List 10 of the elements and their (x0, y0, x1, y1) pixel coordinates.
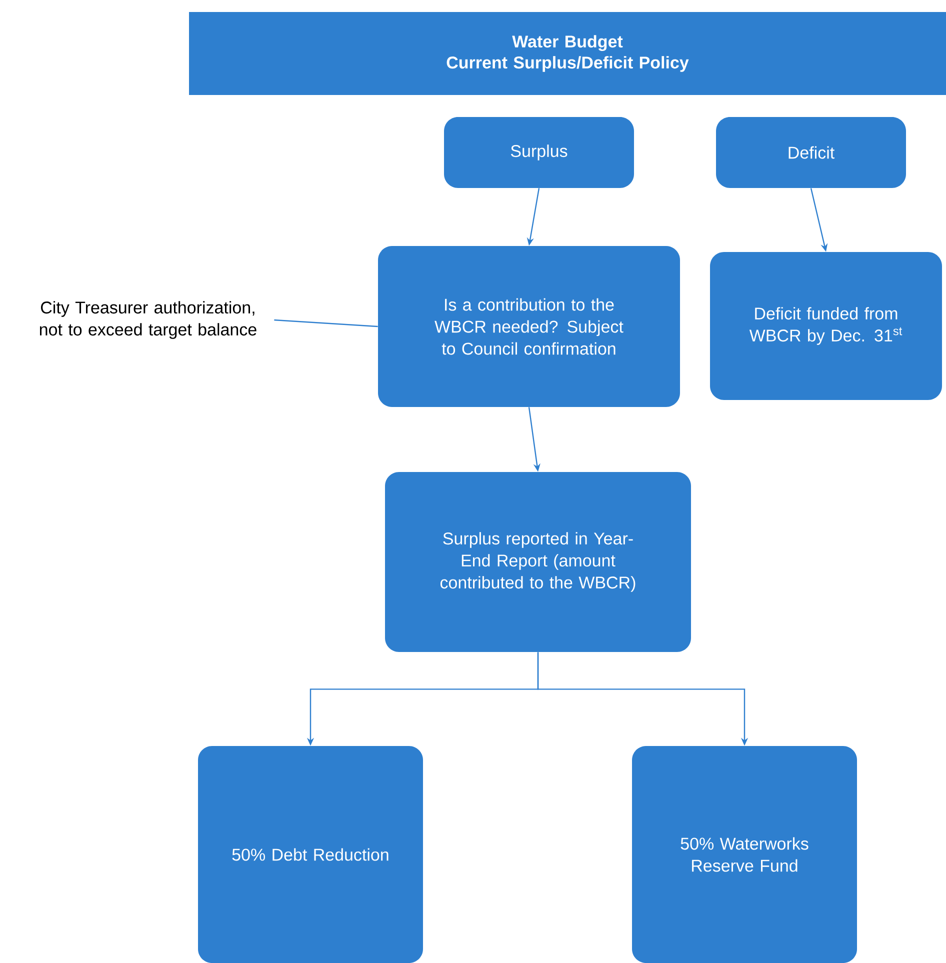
title-band: Water Budget Current Surplus/Deficit Policy (189, 12, 946, 95)
process-box: Is a contribution to the WBCR needed? Subject to Council confirmation (378, 246, 680, 407)
process-box: Surplus reported in Year-End Report (amount contributed to the WBCR) (385, 472, 691, 652)
process-box: 50% Debt Reduction (198, 746, 423, 963)
process-box: Deficit (716, 117, 906, 188)
connector-line (274, 319, 378, 328)
process-box: Deficit funded from WBCR by Dec. 31$^{st}$ (710, 252, 942, 400)
process-box: Surplus (444, 117, 634, 188)
note-text: City Treasurer authorization, not to exceed target balance (40, 301, 256, 339)
process-box: 50% Waterworks Reserve Fund (632, 746, 857, 963)
